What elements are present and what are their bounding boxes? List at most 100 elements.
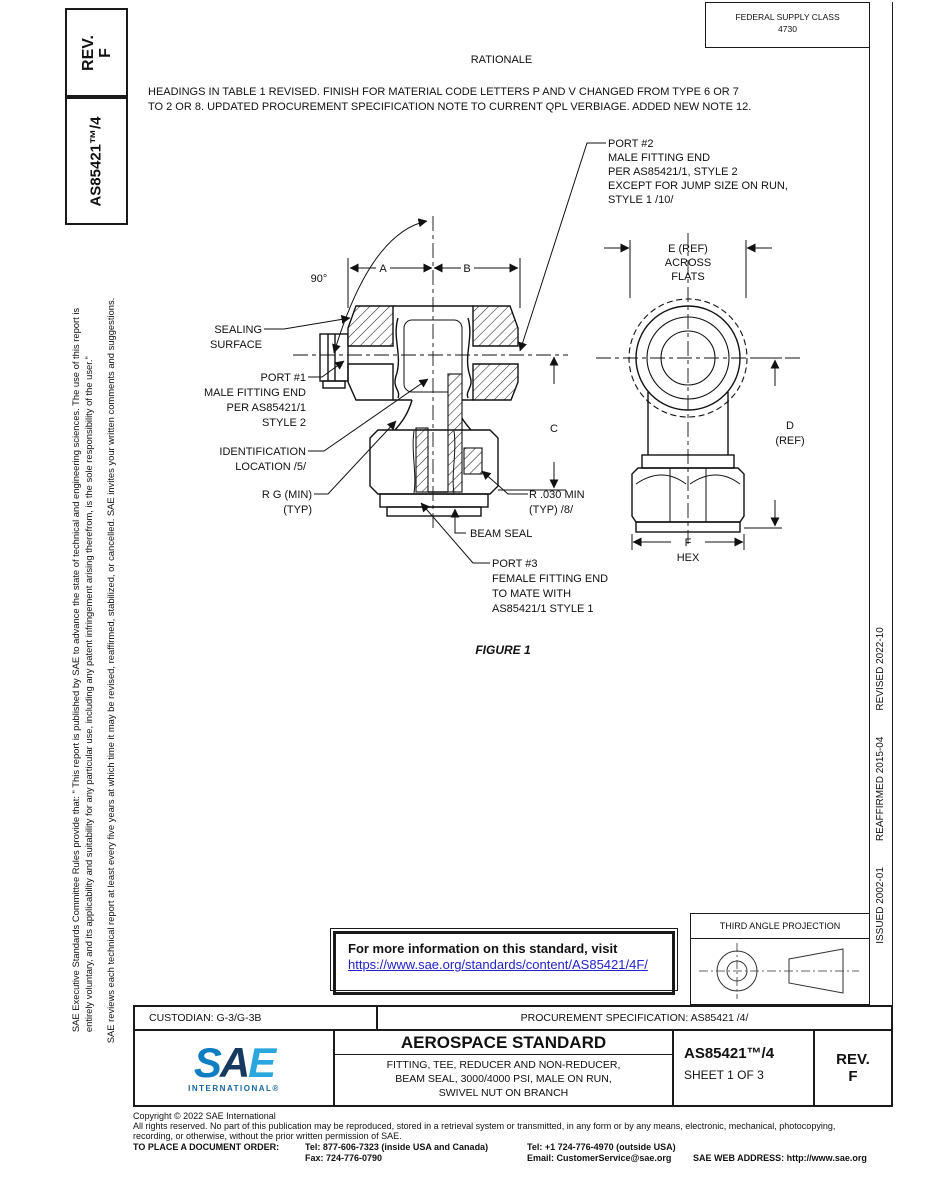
- order-label: TO PLACE A DOCUMENT ORDER:: [133, 1142, 280, 1152]
- port1-label-2: MALE FITTING END: [204, 387, 306, 399]
- tel-inside: Tel: 877-606-7323 (inside USA and Canada…: [305, 1142, 489, 1152]
- r030-label-2: (TYP) /8/: [529, 504, 574, 516]
- dim-d-ref-label: (REF): [775, 435, 804, 447]
- tel-outside: Tel: +1 724-776-4970 (outside USA): [527, 1142, 676, 1152]
- disclaimer-1-line1: SAE Executive Standards Committee Rules …: [70, 307, 81, 1033]
- doc-subtitle-line1: FITTING, TEE, REDUCER AND NON-REDUCER,: [386, 1059, 621, 1071]
- email-address: Email: CustomerService@sae.org: [527, 1153, 672, 1163]
- port2-label-1: PORT #2: [608, 138, 653, 150]
- port3-label-1: PORT #3: [492, 558, 537, 570]
- right-outer-frame-line: [892, 2, 893, 1107]
- dim-e-flats: FLATS: [671, 271, 704, 283]
- doc-number-vertical: AS85421™/4: [88, 115, 105, 207]
- fax-number: Fax: 724-776-0790: [305, 1153, 383, 1163]
- sae-logo: SAE: [194, 1042, 276, 1084]
- sae-logo-letter-s: S: [193, 1039, 222, 1086]
- port2-label-4: EXCEPT FOR JUMP SIZE ON RUN,: [608, 180, 788, 192]
- rev-cell-label: REV.: [836, 1051, 870, 1068]
- rationale-title: RATIONALE: [470, 54, 533, 66]
- copyright-line: Copyright © 2022 SAE International: [133, 1111, 276, 1121]
- dim-e-label: E (REF): [668, 243, 708, 255]
- reaffirmed-date: REAFFIRMED 2015-04: [874, 736, 886, 841]
- rights-line1: All rights reserved. No part of this pub…: [133, 1121, 836, 1131]
- sae-logo-international: INTERNATIONAL®: [188, 1084, 280, 1093]
- doc-number-text: AS85421™/4: [684, 1045, 775, 1062]
- figure-caption: FIGURE 1: [475, 643, 531, 657]
- ident-label-2: LOCATION /5/: [235, 461, 307, 473]
- rg-label-1: R G (MIN): [262, 489, 312, 501]
- port1-label-1: PORT #1: [261, 372, 306, 384]
- port1-label-3: PER AS85421/1: [226, 402, 306, 414]
- port3-label-4: AS85421/1 STYLE 1: [492, 603, 594, 615]
- leader-lines: [264, 142, 606, 564]
- right-dates-column: ISSUED 2002-01 REAFFIRMED 2015-04 REVISE…: [866, 570, 894, 1000]
- projection-box: THIRD ANGLE PROJECTION: [690, 913, 870, 1005]
- dim-d-label: D: [786, 420, 794, 432]
- end-view-outline: [628, 298, 748, 533]
- port2-label-5: STYLE 1 /10/: [608, 194, 674, 206]
- sae-logo-letter-a: A: [219, 1039, 250, 1086]
- sae-logo-cell: SAE INTERNATIONAL®: [133, 1029, 335, 1107]
- info-box-outer: For more information on this standard, v…: [330, 928, 678, 995]
- rev-box-line2: F: [96, 47, 114, 58]
- dim-angle-label: 90°: [311, 273, 328, 285]
- dim-e-across: ACROSS: [665, 257, 711, 269]
- issued-date: ISSUED 2002-01: [874, 866, 886, 944]
- procurement-text: PROCUREMENT SPECIFICATION: AS85421 /4/: [520, 1012, 749, 1024]
- rg-label-2: (TYP): [283, 504, 312, 516]
- third-angle-projection-icon: [699, 943, 859, 999]
- main-view-outline: [319, 305, 519, 517]
- rev-cell: REV. F: [813, 1029, 893, 1107]
- port2-label-2: MALE FITTING END: [608, 152, 710, 164]
- dim-a-label: A: [379, 263, 387, 275]
- rev-box-text: REV. F: [80, 35, 114, 71]
- doc-type-title: AEROSPACE STANDARD: [335, 1031, 672, 1055]
- web-address: SAE WEB ADDRESS: http://www.sae.org: [693, 1153, 867, 1163]
- figure-1-drawing: A B 90° C D (REF) E (REF) ACROSS FLATS F…: [204, 138, 805, 657]
- rationale-text: HEADINGS IN TABLE 1 REVISED. FINISH FOR …: [148, 85, 848, 115]
- info-box-inner: For more information on this standard, v…: [333, 931, 675, 995]
- title-cell: AEROSPACE STANDARD FITTING, TEE, REDUCER…: [333, 1029, 674, 1107]
- sae-logo-letter-e: E: [248, 1039, 276, 1086]
- sealing-surface-label-2: SURFACE: [210, 339, 262, 351]
- rev-box-line1: REV.: [79, 34, 97, 71]
- dimension-lines: [332, 218, 782, 550]
- port2-label-3: PER AS85421/1, STYLE 2: [608, 166, 738, 178]
- projection-box-title: THIRD ANGLE PROJECTION: [691, 914, 869, 939]
- federal-supply-class-box: FEDERAL SUPPLY CLASS 4730: [705, 2, 870, 48]
- dim-c-label: C: [550, 423, 558, 435]
- disclaimer-2-line: SAE reviews each technical report at lea…: [105, 297, 117, 1043]
- doc-number-box: AS85421™/4: [65, 97, 128, 225]
- doc-number-cell: AS85421™/4 SHEET 1 OF 3: [672, 1029, 815, 1107]
- doc-subtitle: FITTING, TEE, REDUCER AND NON-REDUCER, B…: [335, 1055, 672, 1100]
- sealing-surface-label-1: SEALING: [214, 324, 262, 336]
- sheet-number: SHEET 1 OF 3: [684, 1068, 764, 1082]
- federal-supply-class-value: 4730: [778, 24, 797, 34]
- info-box-text: For more information on this standard, v…: [348, 941, 618, 956]
- rationale-line1: HEADINGS IN TABLE 1 REVISED. FINISH FOR …: [148, 86, 739, 98]
- rev-cell-value: F: [848, 1068, 858, 1085]
- rights-line2: recording, or otherwise, without the pri…: [133, 1131, 402, 1141]
- port3-label-3: TO MATE WITH: [492, 588, 571, 600]
- dim-f-hex: HEX: [677, 552, 700, 564]
- beam-seal-label: BEAM SEAL: [470, 528, 532, 540]
- port1-label-4: STYLE 2: [262, 417, 306, 429]
- custodian-text: CUSTODIAN: G-3/G-3B: [149, 1012, 262, 1024]
- disclaimer-1-line2: entirely voluntary, and its applicabilit…: [83, 356, 94, 1033]
- dim-f-label: F: [685, 537, 692, 549]
- left-disclaimer-2: SAE reviews each technical report at lea…: [98, 228, 124, 1112]
- federal-supply-class-label: FEDERAL SUPPLY CLASS: [735, 12, 840, 22]
- figure-labels: A B 90° C D (REF) E (REF) ACROSS FLATS F…: [204, 138, 805, 657]
- doc-subtitle-line2: BEAM SEAL, 3000/4000 PSI, MALE ON RUN,: [395, 1073, 612, 1085]
- custodian-cell: CUSTODIAN: G-3/G-3B: [133, 1005, 378, 1031]
- rationale-line2: TO 2 OR 8. UPDATED PROCUREMENT SPECIFICA…: [148, 101, 752, 113]
- ident-label-1: IDENTIFICATION: [219, 446, 306, 458]
- dim-b-label: B: [463, 263, 470, 275]
- revised-date: REVISED 2022-10: [874, 626, 886, 711]
- standard-link[interactable]: https://www.sae.org/standards/content/AS…: [348, 957, 648, 972]
- port3-label-2: FEMALE FITTING END: [492, 573, 608, 585]
- rev-box: REV. F: [65, 8, 128, 97]
- r030-label-1: R .030 MIN: [529, 489, 585, 501]
- doc-subtitle-line3: SWIVEL NUT ON BRANCH: [438, 1087, 569, 1099]
